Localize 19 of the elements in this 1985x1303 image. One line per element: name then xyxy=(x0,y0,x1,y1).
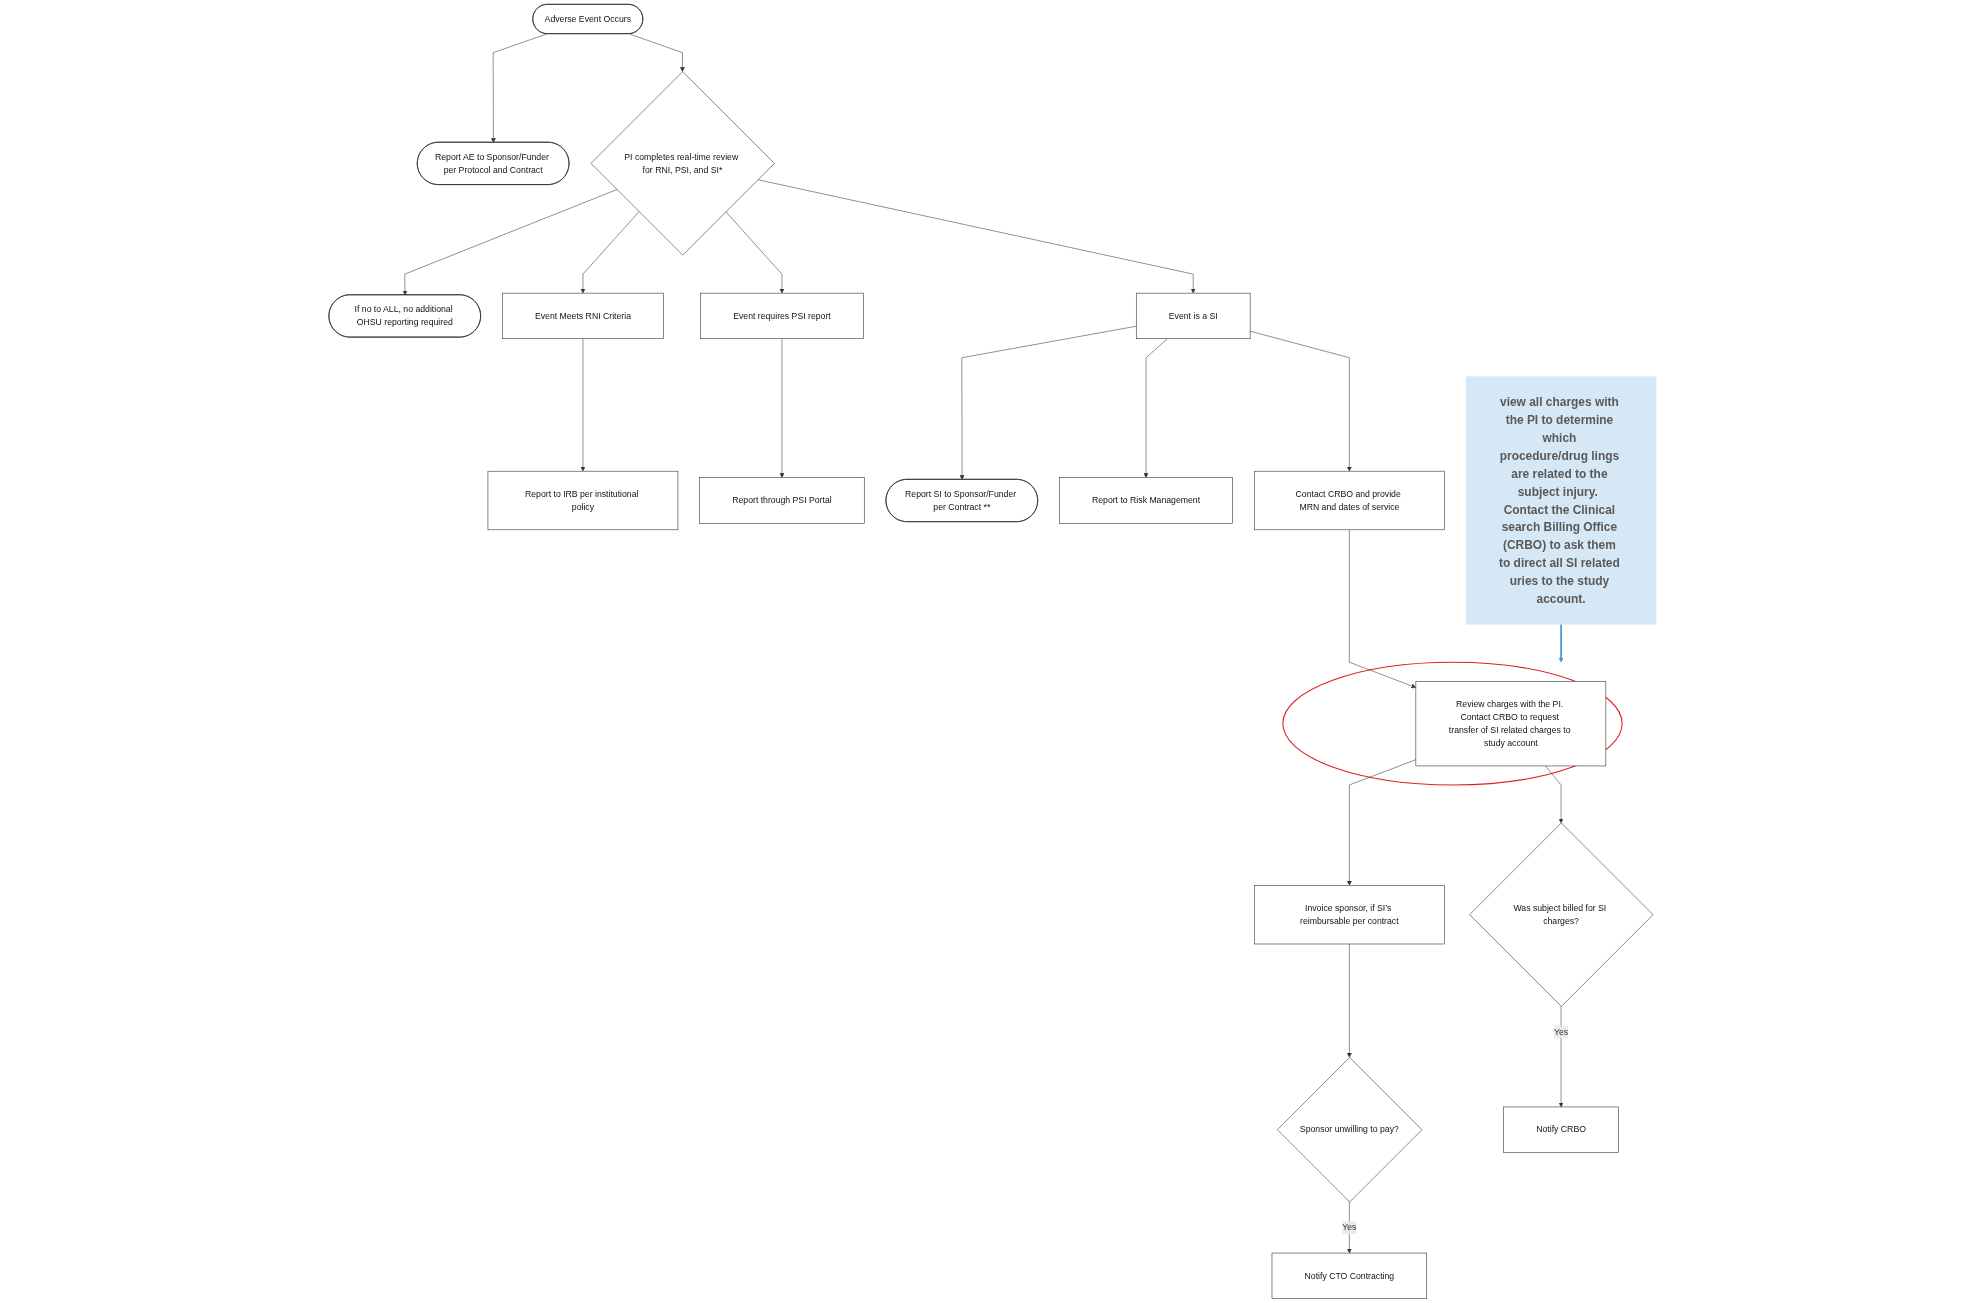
node-box: Review charges with the PI. Contact CRBO to request transfer of SI related charges to study account xyxy=(1415,681,1607,767)
node-box: Notify CTO Contracting xyxy=(1271,1252,1427,1299)
node-box: Notify CRBO xyxy=(1503,1106,1619,1153)
node-diamond: PI completes real-time review for RNI, PSI, and SI* xyxy=(590,71,775,256)
node-box: Event is a SI xyxy=(1136,292,1251,339)
cluster xyxy=(1282,661,1623,786)
node-box: Event requires PSI report xyxy=(700,292,864,339)
node-box: Invoice sponsor, if SI’s reimbursable per contract xyxy=(1254,885,1445,945)
node-box: Report through PSI Portal xyxy=(699,477,865,524)
node-box: Event Meets RNI Criteria xyxy=(502,292,664,339)
node-box: Report to IRB per institutional policy xyxy=(487,470,679,531)
edge-label: Yes xyxy=(1553,1027,1569,1037)
arrow xyxy=(1558,623,1564,663)
node-box: Report to Risk Management xyxy=(1059,477,1233,524)
node-diamond: Was subject billed for SI charges? xyxy=(1469,822,1654,1007)
node-box: Contact CRBO and provide MRN and dates of service xyxy=(1254,470,1445,531)
edge-label: Yes xyxy=(1342,1222,1357,1232)
node-box: view all charges with the PI to determine which procedure/drug lings are related to the subject injury. Contact the Clinical search Billing Office (CRBO) to ask them to direct all SI related uries to the study account. xyxy=(1465,376,1657,625)
node-diamond: Sponsor unwilling to pay? xyxy=(1277,1057,1423,1203)
